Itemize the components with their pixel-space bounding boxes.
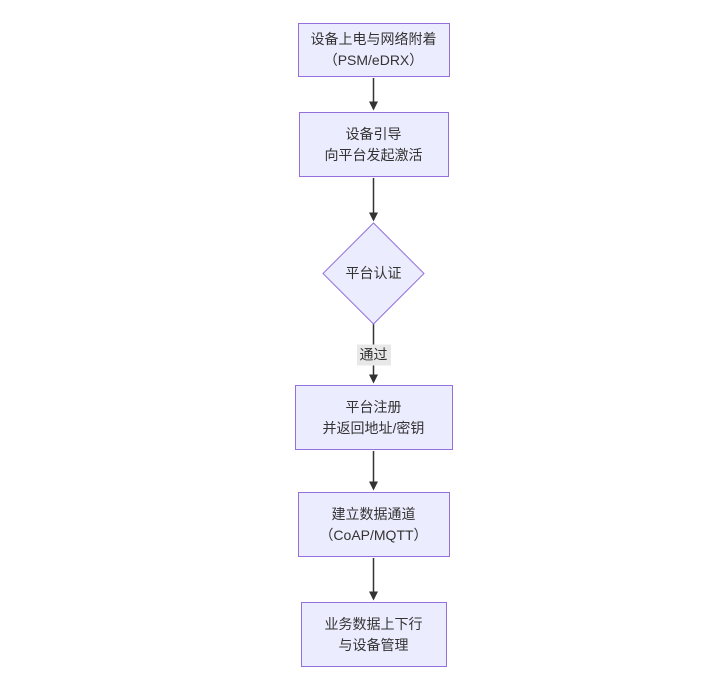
edge-label-pass: 通过 (356, 344, 391, 366)
node-register-line2: 并返回地址/密钥 (322, 419, 425, 436)
node-power-on-line2: （PSM/eDRX） (323, 52, 424, 68)
node-register-line1: 平台注册 (345, 398, 402, 415)
node-business-line2: 与设备管理 (338, 636, 409, 653)
node-power-on-line1: 设备上电与网络附着 (310, 31, 437, 47)
node-bootstrap: 设备引导 向平台发起激活 (298, 112, 449, 177)
node-business-line1: 业务数据上下行 (324, 615, 423, 632)
node-channel: 建立数据通道 （CoAP/MQTT） (297, 492, 450, 557)
node-bootstrap-line2: 向平台发起激活 (324, 146, 423, 163)
node-bootstrap-line1: 设备引导 (345, 125, 402, 142)
node-register: 平台注册 并返回地址/密钥 (294, 385, 453, 450)
node-auth-label: 平台认证 (345, 265, 402, 281)
node-channel-line1: 建立数据通道 (331, 505, 416, 522)
decision-diamond-shape (322, 222, 425, 325)
node-channel-line2: （CoAP/MQTT） (319, 526, 428, 543)
node-power-on: 设备上电与网络附着 （PSM/eDRX） (297, 23, 450, 77)
node-business: 业务数据上下行 与设备管理 (300, 602, 447, 667)
